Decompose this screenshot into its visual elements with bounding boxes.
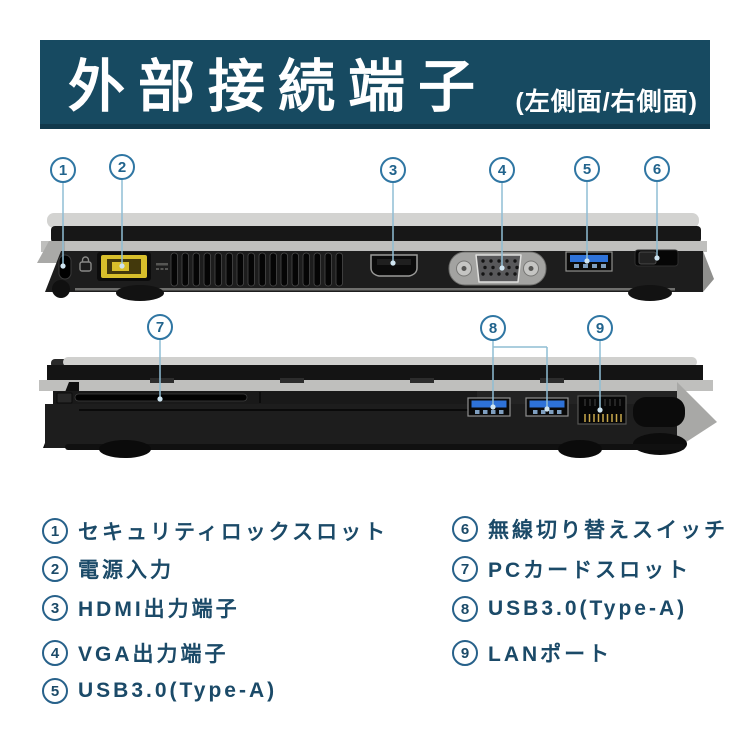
legend-number-9: 9 bbox=[452, 640, 478, 666]
vga-port bbox=[448, 251, 547, 286]
hdmi-port bbox=[370, 254, 418, 277]
legend-item-hdmi-output: 3 HDMI出力端子 bbox=[42, 593, 240, 623]
callout-7: 7 bbox=[147, 314, 173, 340]
page-title: 外部接続端子 bbox=[68, 55, 488, 119]
callout-2: 2 bbox=[109, 154, 135, 180]
legend-item-vga-output: 4 VGA出力端子 bbox=[42, 638, 229, 668]
legend-label-7: PCカードスロット bbox=[488, 559, 692, 582]
lan-port bbox=[577, 395, 627, 425]
legend-item-lan-port: 9 LANポート bbox=[452, 638, 612, 668]
callout-4: 4 bbox=[489, 157, 515, 183]
lock-icon bbox=[79, 256, 92, 272]
legend-label-1: セキュリティロックスロット bbox=[78, 521, 389, 544]
legend-number-5: 5 bbox=[42, 678, 68, 704]
legend-label-3: HDMI出力端子 bbox=[78, 598, 240, 621]
usb3-port bbox=[565, 251, 613, 272]
usb3-port-1 bbox=[467, 397, 511, 417]
legend-number-1: 1 bbox=[42, 518, 68, 544]
legend-number-2: 2 bbox=[42, 556, 68, 582]
laptop-left-side-photo bbox=[37, 213, 714, 301]
legend-number-7: 7 bbox=[452, 556, 478, 582]
page-subtitle: (左側面/右側面) bbox=[515, 88, 698, 116]
legend-item-power-input: 2 電源入力 bbox=[42, 554, 174, 584]
legend-label-2: 電源入力 bbox=[78, 559, 174, 582]
legend-label-9: LANポート bbox=[488, 643, 613, 666]
legend-number-8: 8 bbox=[452, 596, 478, 622]
pc-card-slot bbox=[53, 391, 477, 404]
vent-grille bbox=[170, 252, 343, 287]
legend-label-8: USB3.0(Type-A) bbox=[488, 597, 688, 620]
wireless-switch bbox=[634, 249, 679, 267]
legend-item-wireless-switch: 6 無線切り替えスイッチ bbox=[452, 514, 728, 544]
legend-label-5: USB3.0(Type-A) bbox=[78, 679, 278, 702]
legend-number-6: 6 bbox=[452, 516, 478, 542]
callout-1: 1 bbox=[50, 157, 76, 183]
legend-label-6: 無線切り替えスイッチ bbox=[488, 519, 728, 542]
callout-8: 8 bbox=[480, 315, 506, 341]
legend-label-4: VGA出力端子 bbox=[78, 643, 229, 666]
legend-item-pc-card-slot: 7 PCカードスロット bbox=[452, 554, 691, 584]
laptop-right-side-photo bbox=[39, 357, 717, 458]
usb3-port-2 bbox=[525, 397, 569, 417]
callout-9: 9 bbox=[587, 315, 613, 341]
callout-5: 5 bbox=[574, 156, 600, 182]
legend-item-usb30-left: 5 USB3.0(Type-A) bbox=[42, 678, 277, 704]
callout-3: 3 bbox=[380, 157, 406, 183]
legend-number-3: 3 bbox=[42, 595, 68, 621]
legend-number-4: 4 bbox=[42, 640, 68, 666]
callout-6: 6 bbox=[644, 156, 670, 182]
legend-item-usb30-right: 8 USB3.0(Type-A) bbox=[452, 596, 687, 622]
banner: 外部接続端子 (左側面/右側面) bbox=[40, 40, 710, 129]
security-lock-slot bbox=[58, 254, 72, 280]
legend-item-security-lock-slot: 1 セキュリティロックスロット bbox=[42, 516, 388, 546]
